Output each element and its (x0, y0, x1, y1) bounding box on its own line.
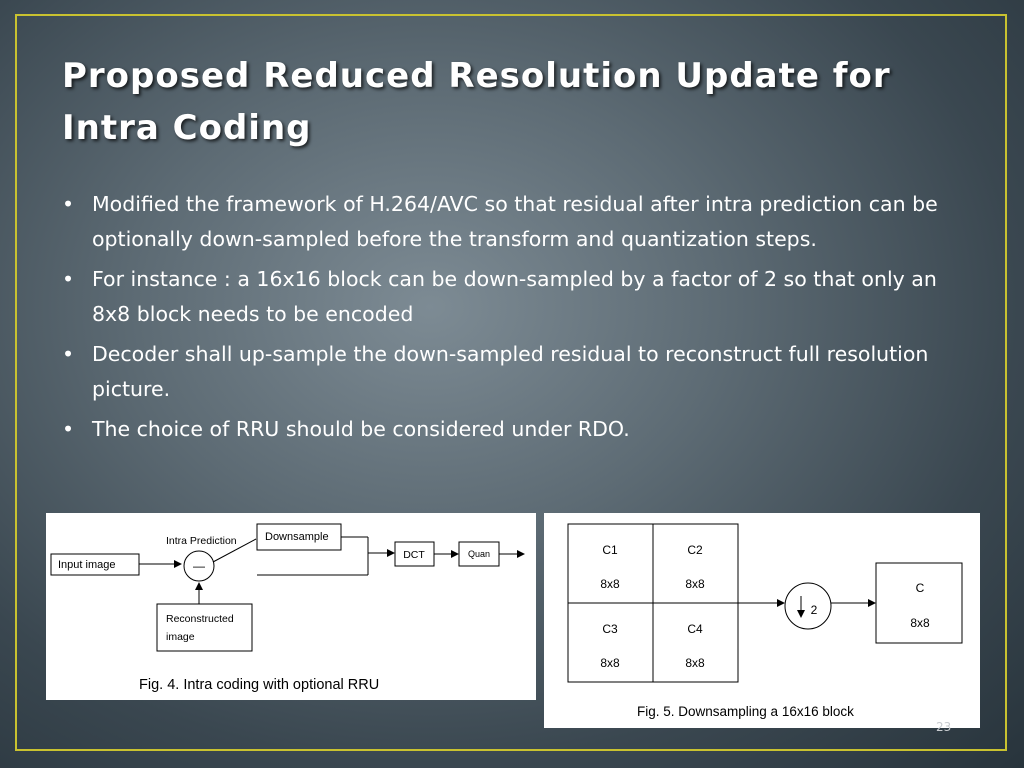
subtractor-node (183, 550, 215, 582)
block-c2-name: C2 (687, 543, 703, 557)
intra-coding-diagram: Input image Intra Prediction — Downsampl… (50, 523, 525, 693)
slide-title: Proposed Reduced Resolution Update for I… (62, 56, 891, 148)
downsample-box (256, 523, 342, 551)
reconstructed-label-line2: image (166, 631, 195, 643)
figure4-caption: Fig. 4. Intra coding with optional RRU (139, 677, 379, 693)
bullet-list: • Modified the framework of H.264/AVC so … (60, 187, 960, 453)
dct-box (394, 541, 435, 567)
bullet-icon: • (62, 192, 75, 216)
result-block-name: C (916, 581, 925, 595)
switch-line (212, 538, 257, 563)
block-c4-size: 8x8 (685, 656, 705, 670)
figure5-caption: Fig. 5. Downsampling a 16x16 block (637, 704, 854, 719)
reconstructed-image-box (156, 603, 253, 652)
block-c1-size: 8x8 (600, 577, 620, 591)
bullet-icon: • (62, 342, 75, 366)
block-c1-name: C1 (602, 543, 618, 557)
dct-label: DCT (403, 549, 425, 561)
block-c3-name: C3 (602, 622, 618, 636)
downsampling-diagram: C1 8x8 C2 8x8 C3 8x8 C4 8x8 2 C 8x8 Fig.… (567, 523, 963, 719)
bullet-item: • For instance : a 16x16 block can be dow… (60, 262, 960, 331)
bullet-icon: • (62, 417, 75, 441)
block-c2-size: 8x8 (685, 577, 705, 591)
figure-downsampling-diagram: C1 8x8 C2 8x8 C3 8x8 C4 8x8 2 C 8x8 Fig.… (544, 513, 980, 728)
block-c4-name: C4 (687, 622, 703, 636)
quan-box (458, 541, 500, 567)
downsample-factor: 2 (811, 603, 818, 617)
bullet-text: Decoder shall up-sample the down-sampled… (92, 342, 929, 401)
block-c3-size: 8x8 (600, 656, 620, 670)
input-image-label: Input image (58, 559, 115, 571)
slide-number: 23 (936, 720, 952, 734)
bullet-text: Modified the framework of H.264/AVC so t… (92, 192, 938, 251)
reconstructed-label-line1: Reconstructed (166, 613, 234, 625)
bullet-text: For instance : a 16x16 block can be down… (92, 267, 937, 326)
bullet-item: • The choice of RRU should be considered … (60, 412, 960, 447)
figure-intra-coding-diagram: Input image Intra Prediction — Downsampl… (46, 513, 536, 700)
bullet-item: • Modified the framework of H.264/AVC so … (60, 187, 960, 256)
subtract-symbol: — (193, 559, 205, 573)
bullet-text: The choice of RRU should be considered u… (92, 417, 630, 441)
intra-prediction-label: Intra Prediction (166, 535, 237, 547)
quan-label: Quan (468, 549, 490, 559)
slide-border (15, 14, 1007, 751)
downsample-label: Downsample (265, 531, 329, 543)
result-block (875, 562, 963, 644)
result-block-size: 8x8 (910, 616, 930, 630)
bullet-icon: • (62, 267, 75, 291)
bullet-item: • Decoder shall up-sample the down-sample… (60, 337, 960, 406)
downsampler-node (784, 582, 832, 630)
